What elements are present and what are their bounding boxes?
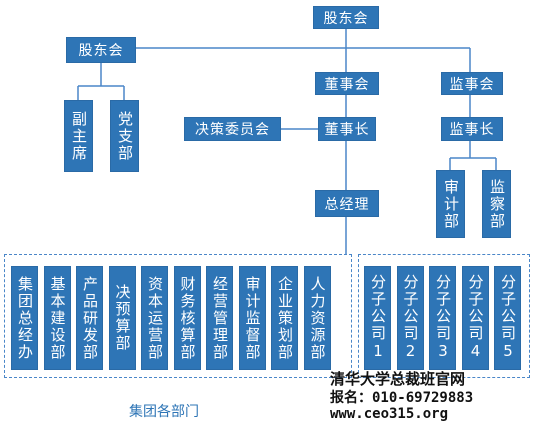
department-box[interactable]: 经营管理部 bbox=[206, 266, 233, 370]
department-box[interactable]: 人力资源部 bbox=[303, 266, 331, 370]
decision-committee-box[interactable]: 决策委员会 bbox=[184, 117, 281, 141]
departments-group-frame bbox=[4, 254, 352, 378]
supervisory-board-box[interactable]: 监事会 bbox=[441, 72, 503, 95]
department-box[interactable]: 产品研发部 bbox=[76, 266, 103, 370]
top-shareholders-box[interactable]: 股东会 bbox=[313, 6, 379, 29]
inspection-dept-box[interactable]: 监察部 bbox=[482, 170, 511, 238]
vice-chair-box[interactable]: 副主席 bbox=[64, 100, 93, 172]
departments-legend: 集团各部门 bbox=[129, 404, 199, 420]
watermark-line2: 报名：010-69729883 bbox=[330, 390, 474, 406]
left-shareholders-box[interactable]: 股东会 bbox=[66, 37, 136, 63]
board-box[interactable]: 董事会 bbox=[315, 72, 379, 95]
subsidiary-box[interactable]: 分子公司1 bbox=[364, 266, 391, 370]
chairman-box[interactable]: 董事长 bbox=[318, 117, 376, 141]
subsidiary-box[interactable]: 分子公司3 bbox=[429, 266, 456, 370]
subsidiary-box[interactable]: 分子公司5 bbox=[494, 266, 521, 370]
subsidiary-box[interactable]: 分子公司4 bbox=[461, 266, 489, 370]
gm-box[interactable]: 总经理 bbox=[315, 190, 379, 217]
watermark-line3: www.ceo315.org bbox=[330, 406, 449, 422]
subsidiary-box[interactable]: 分子公司2 bbox=[396, 266, 424, 370]
department-box[interactable]: 审计监督部 bbox=[238, 266, 266, 370]
subsidiaries-group-frame bbox=[358, 254, 530, 378]
department-box[interactable]: 资本运营部 bbox=[141, 266, 168, 370]
department-box[interactable]: 基本建设部 bbox=[43, 266, 71, 370]
department-box[interactable]: 集团总经办 bbox=[11, 266, 38, 370]
supervisory-chair-box[interactable]: 监事长 bbox=[441, 117, 503, 141]
watermark-line1: 清华大学总裁班官网 bbox=[330, 370, 466, 388]
department-box[interactable]: 企业策划部 bbox=[271, 266, 298, 370]
department-box[interactable]: 财务核算部 bbox=[173, 266, 201, 370]
party-branch-box[interactable]: 党支部 bbox=[110, 100, 139, 172]
department-box[interactable]: 决预算部 bbox=[108, 266, 136, 370]
audit-dept-box[interactable]: 审计部 bbox=[436, 170, 465, 238]
